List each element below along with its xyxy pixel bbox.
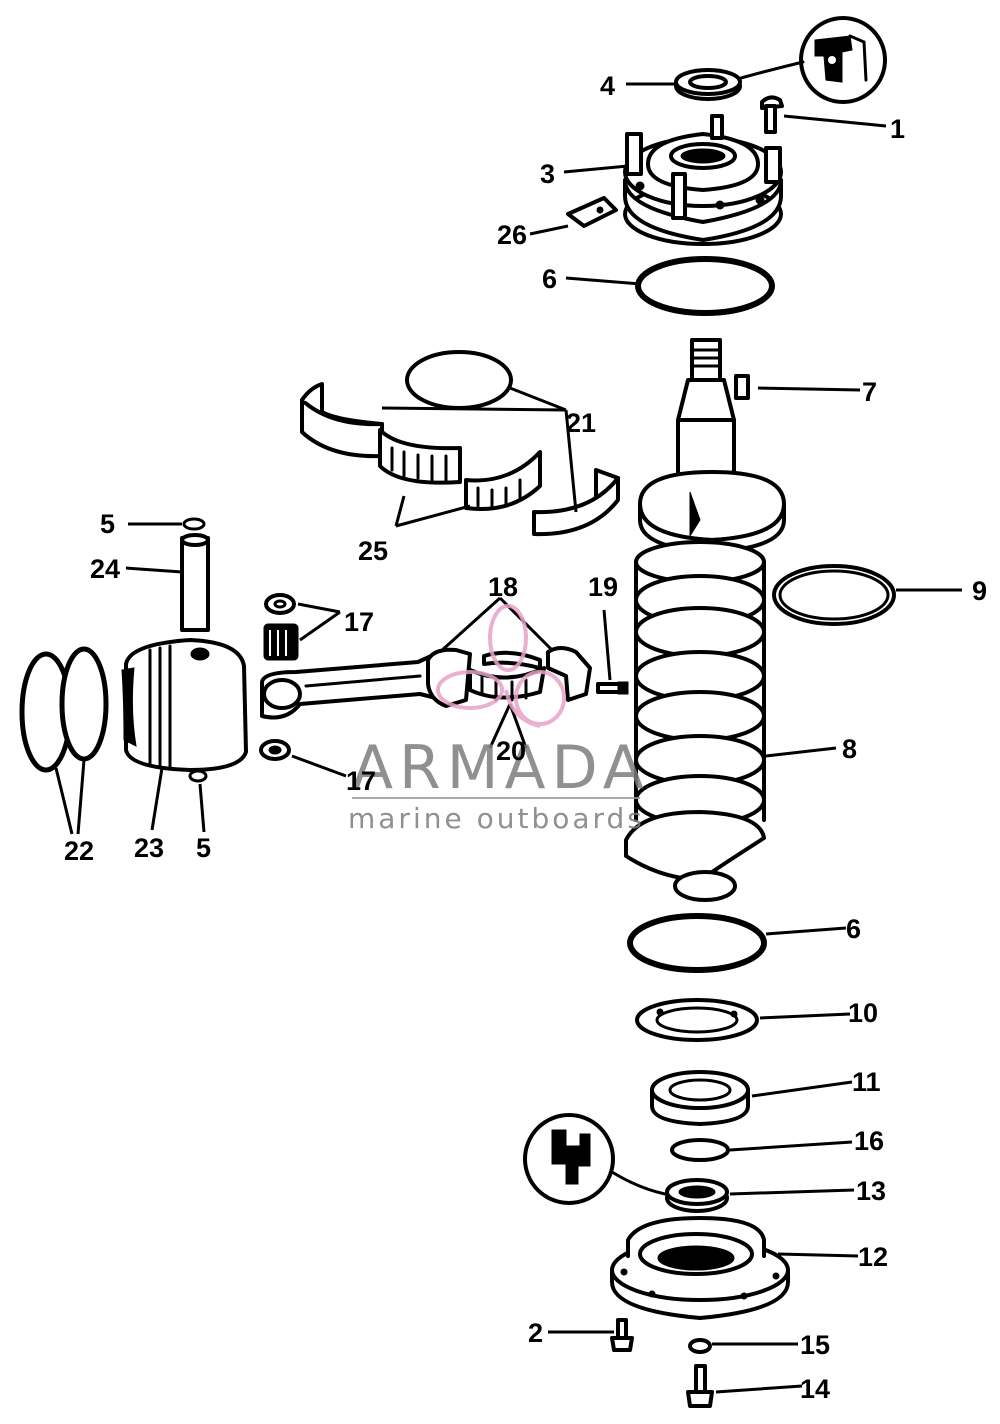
thrust-washer-part-17-bottom xyxy=(259,739,291,761)
callout-6-lower: 6 xyxy=(846,914,861,944)
connecting-rod xyxy=(260,650,446,720)
callout-5-top: 5 xyxy=(100,509,115,539)
detail-inset-bottom xyxy=(523,1113,667,1205)
callout-26: 26 xyxy=(497,220,527,250)
callout-18: 18 xyxy=(488,572,518,602)
callout-22: 22 xyxy=(64,836,94,866)
retaining-ring-part-5-top xyxy=(182,517,206,531)
o-ring-part-6-lower xyxy=(627,913,767,973)
needle-cage-part-25-left xyxy=(378,428,462,485)
bolt-part-14 xyxy=(686,1364,714,1408)
o-ring-part-6-upper xyxy=(635,256,775,316)
piston-part-23 xyxy=(121,638,248,772)
callout-21: 21 xyxy=(566,408,596,438)
callout-19: 19 xyxy=(588,572,618,602)
piston-pin-part-24 xyxy=(180,533,210,632)
logo-petal-top xyxy=(488,604,528,672)
callout-17-top: 17 xyxy=(344,607,374,637)
callout-12: 12 xyxy=(858,1242,888,1272)
retaining-ring-part-16 xyxy=(670,1138,730,1162)
callout-11: 11 xyxy=(852,1067,881,1097)
ball-bearing-part-11 xyxy=(650,1070,750,1126)
watermark-tagline: marine outboards xyxy=(348,802,645,835)
callout-3: 3 xyxy=(540,159,555,189)
screw-part-1 xyxy=(760,95,784,134)
detail-inset-top xyxy=(739,16,887,104)
logo-petal-left xyxy=(436,670,504,710)
callout-23: 23 xyxy=(134,833,164,863)
leader-lines xyxy=(54,82,962,1394)
needle-cage-part-25-right xyxy=(464,450,542,512)
callout-25: 25 xyxy=(358,536,388,566)
callout-labels: 1 2 3 4 5 5 6 6 7 8 9 10 11 12 13 14 15 … xyxy=(64,71,987,1404)
bearing-liner-part-21-left xyxy=(300,382,384,459)
washer-part-15 xyxy=(688,1338,712,1354)
callout-1: 1 xyxy=(890,114,905,144)
lower-bearing-housing-part-12 xyxy=(610,1216,790,1320)
logo-stem xyxy=(504,689,541,728)
oil-seal-part-13 xyxy=(665,1178,729,1213)
callout-10: 10 xyxy=(848,998,878,1028)
bearing-housing-part-3 xyxy=(623,114,783,246)
bearing-liner-part-21-right xyxy=(532,468,620,537)
piston-rings-part-22 xyxy=(19,646,109,773)
watermark-word: ARMADA xyxy=(352,733,650,803)
needle-bearing-part-17 xyxy=(263,623,299,661)
ring-part-21 xyxy=(405,350,513,410)
watermark: ARMADA marine outboards xyxy=(348,604,650,835)
screw-part-19 xyxy=(596,681,629,695)
callout-9: 9 xyxy=(972,576,987,606)
callout-8: 8 xyxy=(842,734,857,764)
callout-4: 4 xyxy=(600,71,615,101)
retaining-ring-part-5-bottom xyxy=(188,769,208,783)
crankshaft-part-8 xyxy=(624,338,786,902)
watermark-logo xyxy=(436,604,566,728)
callout-16: 16 xyxy=(854,1126,884,1156)
key-part-7 xyxy=(734,374,750,400)
ring-part-9 xyxy=(772,564,896,626)
callout-13: 13 xyxy=(856,1176,886,1206)
clip-part-26 xyxy=(566,196,618,228)
callout-15: 15 xyxy=(800,1330,830,1360)
screw-part-2 xyxy=(610,1318,634,1352)
callout-6-upper: 6 xyxy=(542,264,557,294)
thrust-washer-part-17-top xyxy=(264,593,296,615)
callout-5-bottom: 5 xyxy=(196,833,211,863)
seal-ring-part-4 xyxy=(674,68,742,101)
callout-2: 2 xyxy=(528,1318,543,1348)
callout-7: 7 xyxy=(862,377,877,407)
callout-20: 20 xyxy=(496,736,526,766)
callout-14: 14 xyxy=(800,1374,830,1404)
callout-17-bottom: 17 xyxy=(346,766,376,796)
callout-24: 24 xyxy=(90,554,120,584)
rod-cap-part-18-right xyxy=(546,646,592,702)
shim-plate-part-10 xyxy=(635,998,759,1042)
